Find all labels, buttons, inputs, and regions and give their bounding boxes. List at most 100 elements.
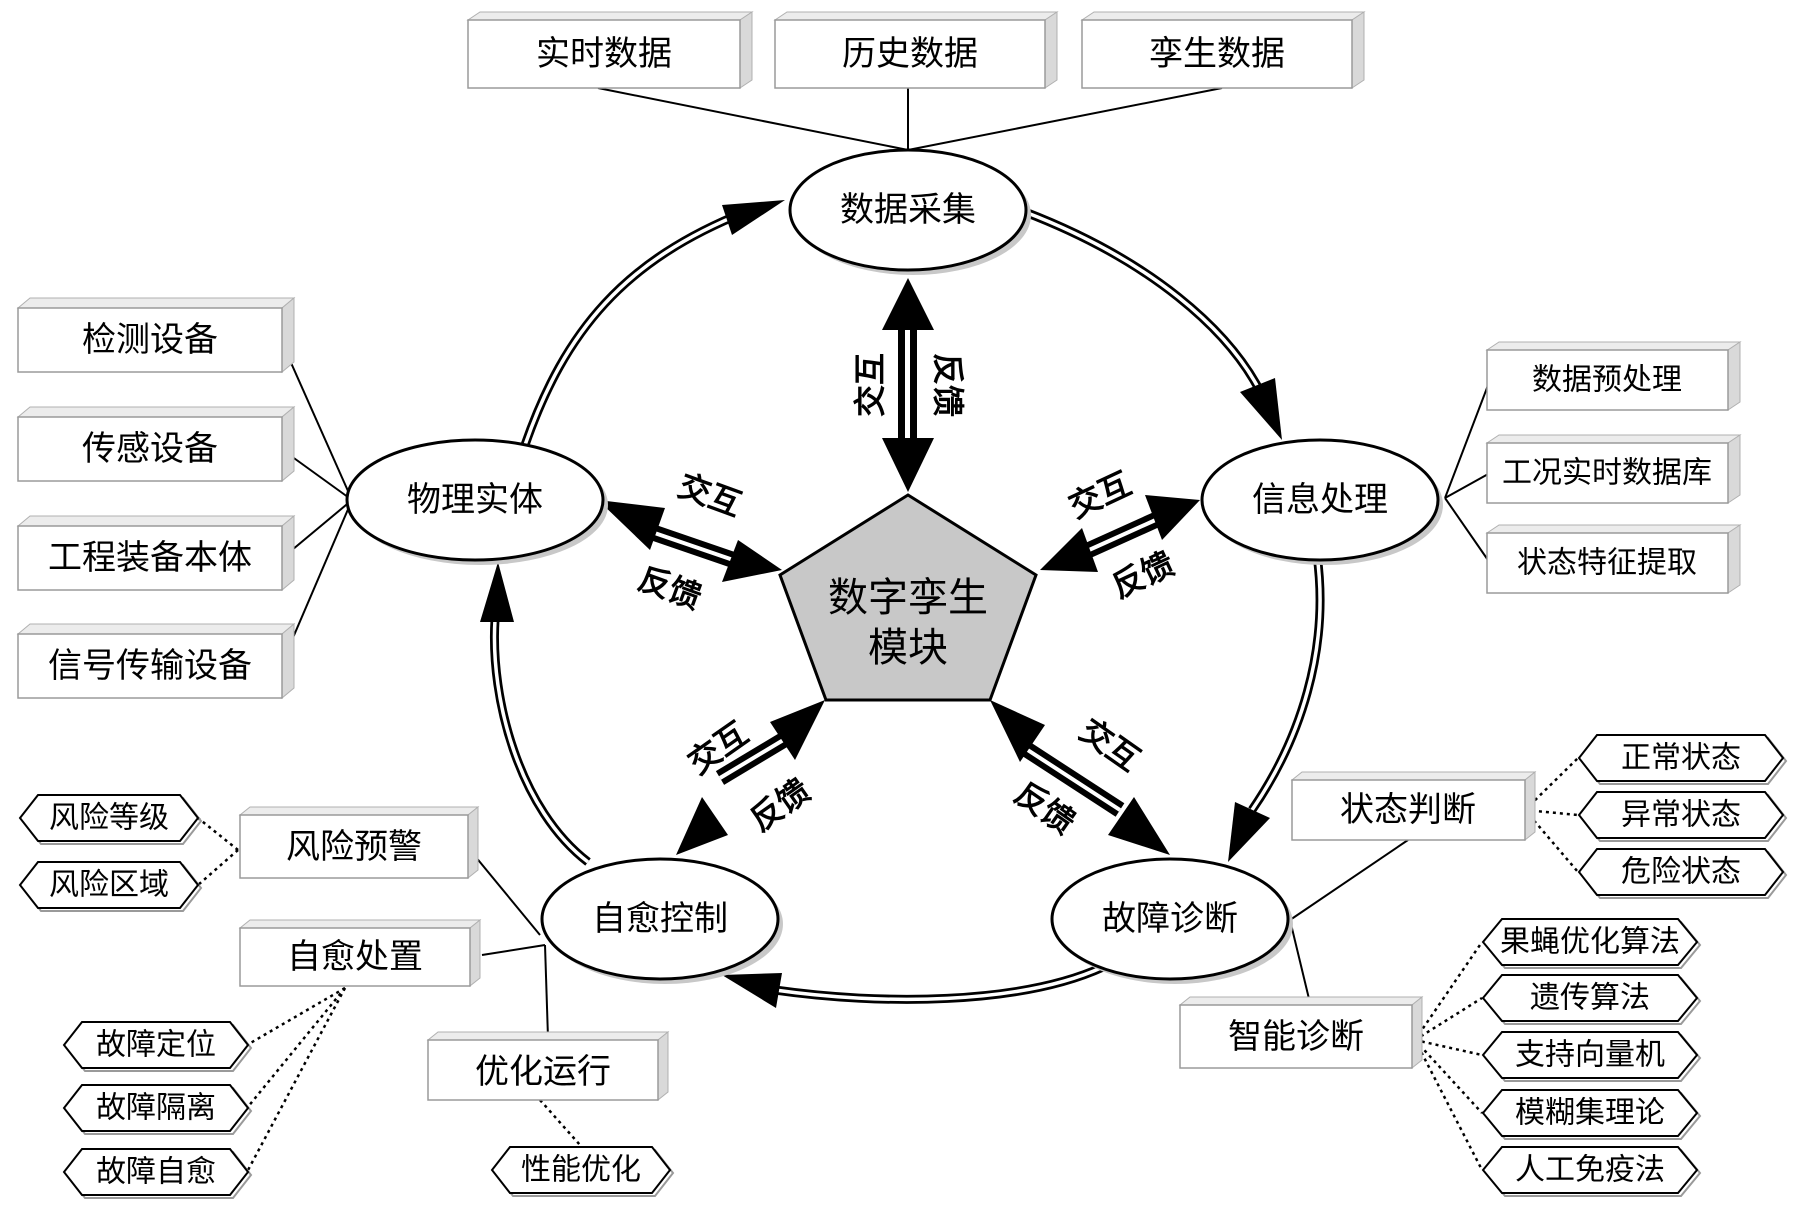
physical-item-label: 工程装备本体 [48, 538, 252, 578]
physical-item-label: 传感设备 [82, 429, 218, 469]
method-label: 果蝇优化算法 [1500, 925, 1680, 960]
box-twin-data: 孪生数据 [1080, 11, 1366, 89]
box-signal-transmission: 信号传输设备 [16, 622, 296, 700]
node-physical-entity: 物理实体 [345, 438, 608, 565]
disposal-item-label: 故障自愈 [96, 1155, 216, 1190]
processing-item-label: 状态特征提取 [1517, 546, 1697, 581]
processing-item-label: 工况实时数据库 [1502, 456, 1712, 491]
cycle-arcs [480, 200, 1325, 1008]
tag-fruit-fly-algorithm: 果蝇优化算法 [1481, 918, 1702, 969]
box-optimized-operation: 优化运行 [426, 1030, 670, 1102]
label-feedback-lowerleft: 反馈 [743, 771, 817, 839]
method-label: 遗传算法 [1530, 981, 1650, 1016]
arc-processing-to-diagnosis [1228, 554, 1325, 862]
spokes [598, 278, 1200, 855]
node-physical-entity-label: 物理实体 [407, 480, 543, 520]
risk-item-label: 风险区域 [49, 868, 169, 903]
tag-risk-level: 风险等级 [18, 794, 203, 845]
spoke-selfheal [676, 700, 825, 855]
label-feedback-left: 反馈 [633, 559, 706, 617]
tag-abnormal-state: 异常状态 [1577, 791, 1788, 842]
tag-normal-state: 正常状态 [1577, 734, 1788, 785]
node-fault-diagnosis: 故障诊断 [1050, 857, 1293, 984]
data-source-label: 孪生数据 [1149, 34, 1285, 74]
method-label: 模糊集理论 [1515, 1096, 1665, 1131]
box-realtime-data: 实时数据 [466, 11, 754, 89]
tag-genetic-algorithm: 遗传算法 [1481, 974, 1702, 1025]
physical-item-label: 检测设备 [82, 320, 218, 360]
tag-immune-algorithm: 人工免疫法 [1481, 1146, 1702, 1197]
arrowhead [1240, 378, 1282, 440]
label-feedback-right: 反馈 [1106, 544, 1180, 605]
arrowhead [722, 973, 782, 1008]
tag-danger-state: 危险状态 [1577, 848, 1788, 899]
state-label: 危险状态 [1621, 855, 1741, 890]
disposal-item-label: 故障定位 [96, 1028, 216, 1063]
label-interact-top: 交互 [851, 353, 889, 417]
box-sensing-equipment: 传感设备 [16, 405, 296, 483]
state-label: 异常状态 [1621, 798, 1741, 833]
solid-connectors [279, 87, 1491, 1039]
arrowhead [1228, 802, 1270, 862]
state-label: 正常状态 [1621, 741, 1741, 776]
method-label: 支持向量机 [1515, 1038, 1665, 1073]
pentagon-shape [778, 493, 1038, 702]
node-info-processing: 信息处理 [1200, 438, 1443, 565]
spoke-processing [1040, 495, 1200, 572]
data-source-label: 历史数据 [842, 34, 978, 74]
box-history-data: 历史数据 [773, 11, 1059, 89]
arc-diagnosis-to-selfheal [722, 962, 1105, 1008]
node-self-healing-label: 自愈控制 [592, 899, 728, 939]
box-realtime-database: 工况实时数据库 [1485, 434, 1742, 504]
center-pentagon: 数字孪生 模块 [778, 493, 1038, 702]
dotted-connectors [197, 757, 1579, 1173]
label-interact-right: 交互 [1063, 464, 1137, 525]
spoke-physical [598, 500, 782, 582]
box-detection-equipment: 检测设备 [16, 296, 296, 374]
risk-warning-label: 风险预警 [286, 827, 422, 867]
spoke-collection [882, 278, 934, 492]
processing-item-label: 数据预处理 [1532, 363, 1682, 398]
label-interact-left: 交互 [673, 466, 746, 524]
center-title-line2: 模块 [868, 625, 948, 671]
tag-fault-self-heal: 故障自愈 [62, 1148, 253, 1199]
node-self-healing: 自愈控制 [540, 857, 783, 984]
box-data-preprocessing: 数据预处理 [1485, 341, 1742, 411]
box-self-healing-disposal: 自愈处置 [238, 918, 482, 988]
node-fault-diagnosis-label: 故障诊断 [1102, 899, 1238, 939]
physical-item-label: 信号传输设备 [48, 646, 252, 686]
arrowhead [722, 200, 785, 235]
tag-performance-optimization: 性能优化 [490, 1146, 675, 1197]
box-engineering-equipment: 工程装备本体 [16, 514, 296, 592]
tag-fuzzy-set: 模糊集理论 [1481, 1089, 1702, 1140]
tag-svm: 支持向量机 [1481, 1031, 1702, 1082]
center-title-line1: 数字孪生 [828, 575, 988, 621]
disposal-item-label: 故障隔离 [96, 1091, 216, 1126]
self-healing-disposal-label: 自愈处置 [287, 937, 423, 977]
optimized-operation-label: 优化运行 [475, 1052, 611, 1092]
arc-physical-to-collection [520, 200, 785, 447]
arc-collection-to-processing [1023, 207, 1282, 440]
node-info-processing-label: 信息处理 [1252, 480, 1388, 520]
box-intelligent-diagnosis: 智能诊断 [1178, 995, 1424, 1070]
arrowhead [480, 562, 514, 622]
data-source-label: 实时数据 [536, 34, 672, 74]
spoke-diagnosis [990, 700, 1170, 855]
state-judgment-label: 状态判断 [1340, 790, 1476, 830]
tag-risk-area: 风险区域 [18, 861, 203, 912]
node-data-collection-label: 数据采集 [840, 190, 976, 230]
arc-selfheal-to-physical [480, 562, 591, 866]
box-feature-extraction: 状态特征提取 [1485, 524, 1742, 594]
label-feedback-top: 反馈 [929, 353, 967, 417]
intelligent-diagnosis-label: 智能诊断 [1228, 1017, 1364, 1057]
method-label: 人工免疫法 [1515, 1153, 1665, 1188]
tag-fault-isolation: 故障隔离 [62, 1084, 253, 1135]
tag-fault-location: 故障定位 [62, 1021, 253, 1072]
node-data-collection: 数据采集 [788, 148, 1031, 275]
label-interact-lowerright: 交互 [1073, 711, 1147, 779]
risk-item-label: 风险等级 [49, 801, 169, 836]
box-risk-warning: 风险预警 [238, 805, 480, 880]
box-state-judgment: 状态判断 [1290, 770, 1537, 842]
optimization-item-label: 性能优化 [521, 1153, 641, 1188]
